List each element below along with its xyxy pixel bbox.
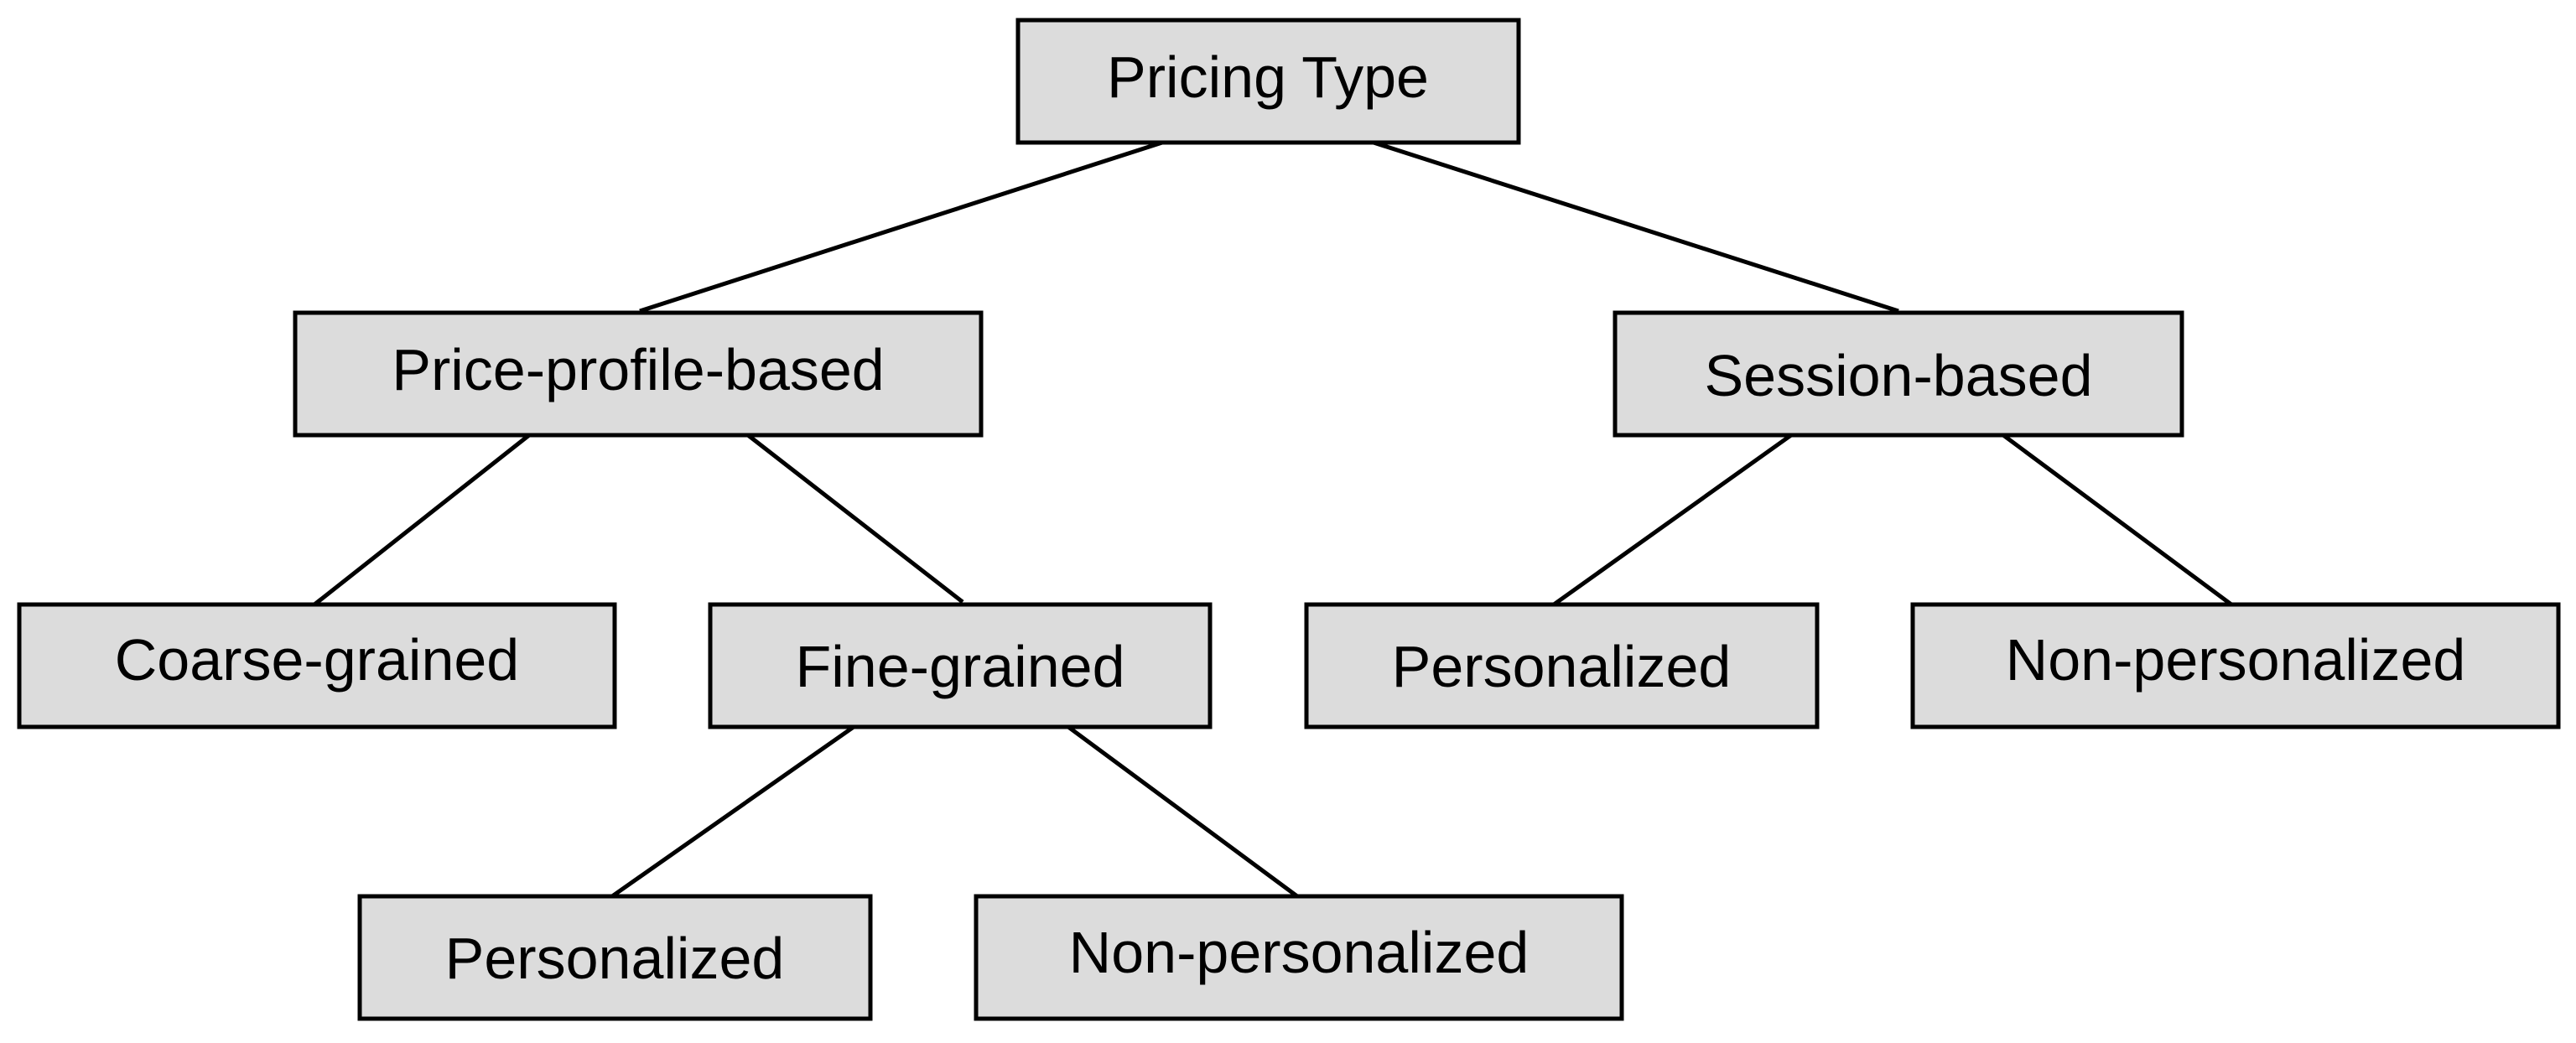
- node-pricing-type: Pricing Type: [1015, 18, 1521, 145]
- node-label-session-based: Session-based: [1704, 343, 2092, 408]
- node-label-fine-non-personalized: Non-personalized: [1069, 920, 1530, 985]
- node-session-non-personalized: Non-personalized: [1910, 602, 2561, 729]
- node-label-fine-grained: Fine-grained: [796, 634, 1125, 699]
- node-label-session-non-personalized: Non-personalized: [2006, 627, 2466, 693]
- edge-fine-to-non-personalized: [1067, 724, 1299, 899]
- node-label-pricing-type: Pricing Type: [1107, 44, 1429, 110]
- node-label-session-personalized: Personalized: [1392, 634, 1732, 699]
- edges: [313, 140, 2233, 899]
- node-label-fine-personalized: Personalized: [445, 926, 785, 991]
- edge-root-to-session: [1373, 140, 1899, 314]
- edge-price-profile-to-coarse: [313, 433, 531, 606]
- edge-price-profile-to-fine: [746, 433, 964, 604]
- edge-session-to-non-personalized: [2002, 433, 2233, 607]
- edge-root-to-price-profile: [639, 140, 1163, 314]
- node-label-price-profile-based: Price-profile-based: [392, 337, 884, 402]
- node-label-coarse-grained: Coarse-grained: [115, 627, 519, 693]
- edge-session-to-personalized: [1552, 433, 1793, 607]
- node-session-personalized: Personalized: [1304, 602, 1820, 729]
- node-coarse-grained: Coarse-grained: [17, 602, 617, 729]
- node-session-based: Session-based: [1613, 310, 2184, 438]
- edge-fine-to-personalized: [610, 724, 855, 899]
- node-fine-non-personalized: Non-personalized: [974, 894, 1624, 1021]
- node-price-profile-based: Price-profile-based: [293, 310, 984, 438]
- node-fine-personalized: Personalized: [357, 894, 873, 1021]
- node-fine-grained: Fine-grained: [708, 602, 1213, 729]
